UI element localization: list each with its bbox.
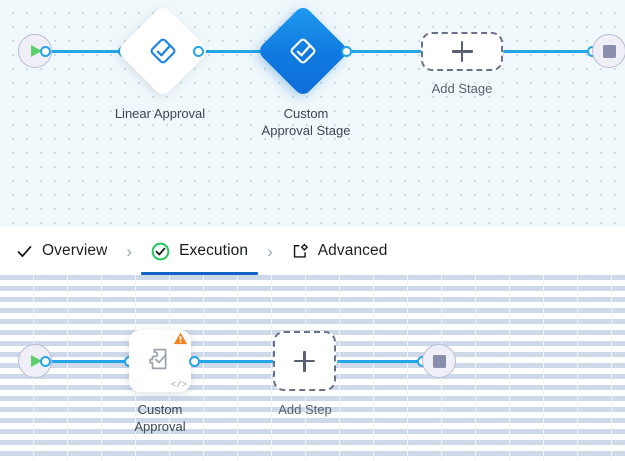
edge-addstep-to-end <box>337 360 421 363</box>
check-icon <box>16 243 33 260</box>
stage-end-node[interactable] <box>592 34 625 68</box>
tab-separator: › <box>267 241 273 261</box>
stage-node-custom-approval-stage[interactable] <box>256 4 350 98</box>
step-start-port[interactable] <box>40 356 51 367</box>
tab-advanced-label: Advanced <box>317 242 388 259</box>
tab-separator: › <box>126 241 133 261</box>
linear-approval-out-port[interactable] <box>193 46 204 57</box>
step-label-custom-approval: Custom Approval <box>134 402 186 434</box>
add-stage-label: Add Stage <box>431 81 493 96</box>
plus-icon <box>294 350 315 372</box>
approval-diamond-icon <box>288 36 318 66</box>
stage-start-port[interactable] <box>40 46 51 57</box>
stage-flow-canvas[interactable]: Linear Approval Custom Approval Stage Ad… <box>0 0 625 227</box>
step-flow-canvas[interactable]: </> Custom Approval Add Step <box>0 275 625 461</box>
custom-stage-out-port[interactable] <box>341 46 352 57</box>
stage-start-node[interactable] <box>18 34 52 68</box>
tab-overview[interactable]: Overview <box>14 227 109 275</box>
stop-icon <box>432 354 446 368</box>
add-step-button[interactable] <box>273 331 336 391</box>
plus-icon <box>451 41 473 62</box>
stage-label-linear-approval: Linear Approval <box>114 106 206 121</box>
add-step-label: Add Step <box>278 402 332 417</box>
edge-linear-to-custom <box>197 50 273 53</box>
task-check-icon <box>129 345 191 373</box>
tab-execution[interactable]: Execution <box>141 227 259 275</box>
custom-approval-out-port[interactable] <box>189 356 200 367</box>
stage-node-linear-approval[interactable] <box>116 4 210 98</box>
play-icon <box>31 355 42 367</box>
edge-start-to-linear <box>44 50 122 53</box>
check-circle-icon <box>151 242 170 261</box>
play-icon <box>31 45 42 57</box>
tab-advanced[interactable]: Advanced <box>290 227 390 275</box>
warning-icon <box>173 331 188 346</box>
code-icon: </> <box>170 380 187 390</box>
edge-start-to-custom-approval <box>44 360 128 363</box>
edge-custom-to-addstage <box>345 50 425 53</box>
add-stage-button[interactable] <box>421 32 503 71</box>
step-end-node[interactable] <box>422 344 456 378</box>
step-node-custom-approval[interactable]: </> <box>129 330 191 392</box>
edge-addstage-to-end <box>503 50 591 53</box>
approval-diamond-icon <box>148 36 178 66</box>
tab-overview-label: Overview <box>42 242 108 259</box>
edge-custom-approval-to-addstep <box>193 360 275 363</box>
tab-execution-label: Execution <box>179 242 249 259</box>
workflow-tabs: Overview › Execution › Advanced <box>0 227 625 275</box>
stop-icon <box>602 44 616 58</box>
stage-label-custom-approval-stage: Custom Approval Stage <box>261 106 351 138</box>
document-gear-icon <box>292 243 309 260</box>
